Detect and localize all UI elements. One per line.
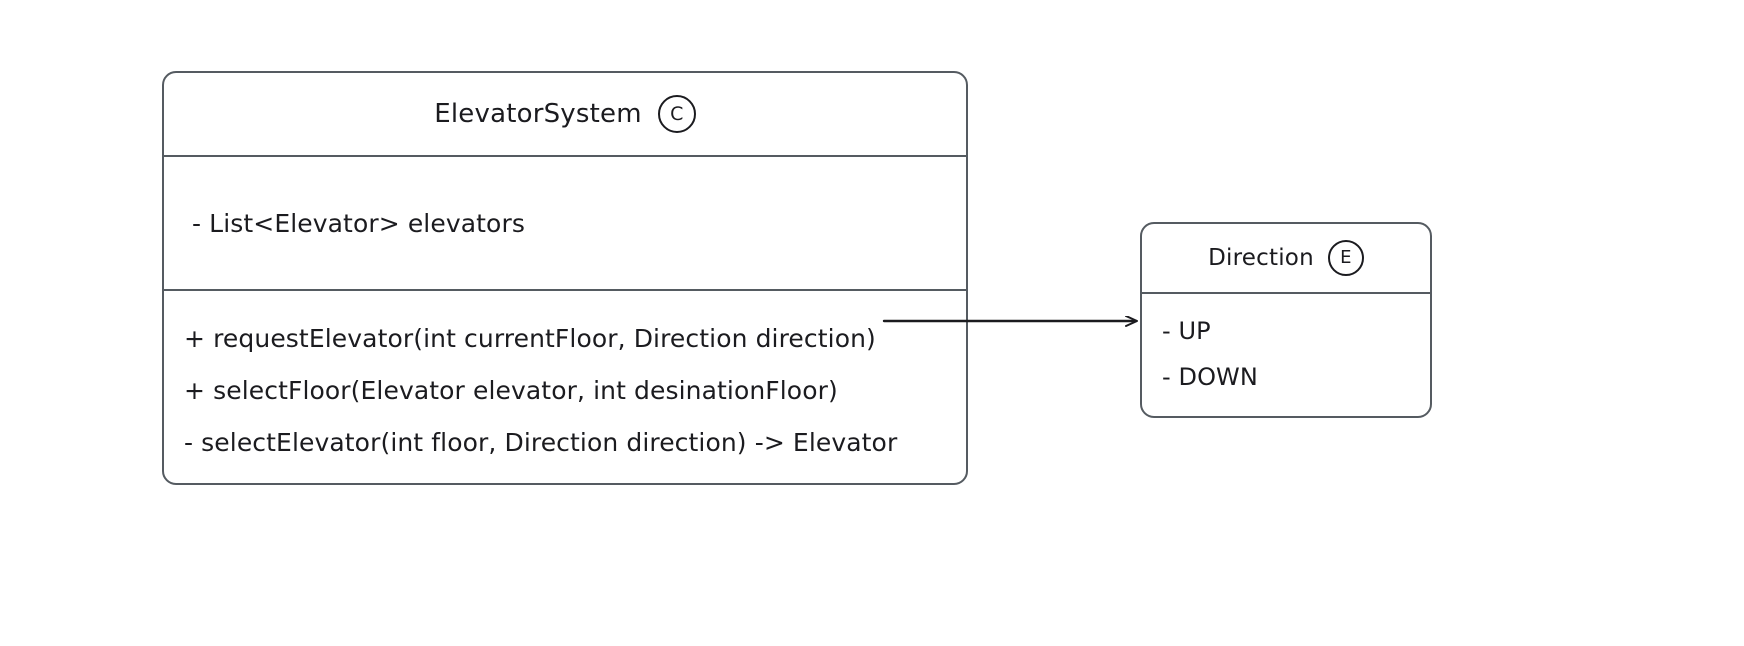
class-stereotype-badge-icon: C xyxy=(657,95,696,133)
enum-stereotype-badge-icon: E xyxy=(1327,240,1364,276)
enum-node-direction[interactable]: Direction E - UP - DOWN xyxy=(1140,222,1432,418)
class-method-item: + selectFloor(Elevator elevator, int des… xyxy=(184,376,838,405)
class-field-item: - List<Elevator> elevators xyxy=(192,208,525,238)
enum-title-direction: Direction xyxy=(1208,245,1314,271)
class-header-elevator-system: ElevatorSystem C xyxy=(164,73,966,157)
enum-value-item: - DOWN xyxy=(1162,363,1258,391)
enum-value-item: - UP xyxy=(1162,317,1211,345)
enum-header-direction: Direction E xyxy=(1142,224,1430,294)
enum-values-section: - UP - DOWN xyxy=(1142,294,1430,416)
class-method-item: + requestElevator(int currentFloor, Dire… xyxy=(184,324,876,353)
class-title-elevator-system: ElevatorSystem xyxy=(434,99,642,129)
class-node-elevator-system[interactable]: ElevatorSystem C - List<Elevator> elevat… xyxy=(162,71,968,485)
class-method-item: - selectElevator(int floor, Direction di… xyxy=(184,428,898,457)
class-methods-section: + requestElevator(int currentFloor, Dire… xyxy=(164,291,966,481)
class-fields-section: - List<Elevator> elevators xyxy=(164,157,966,291)
